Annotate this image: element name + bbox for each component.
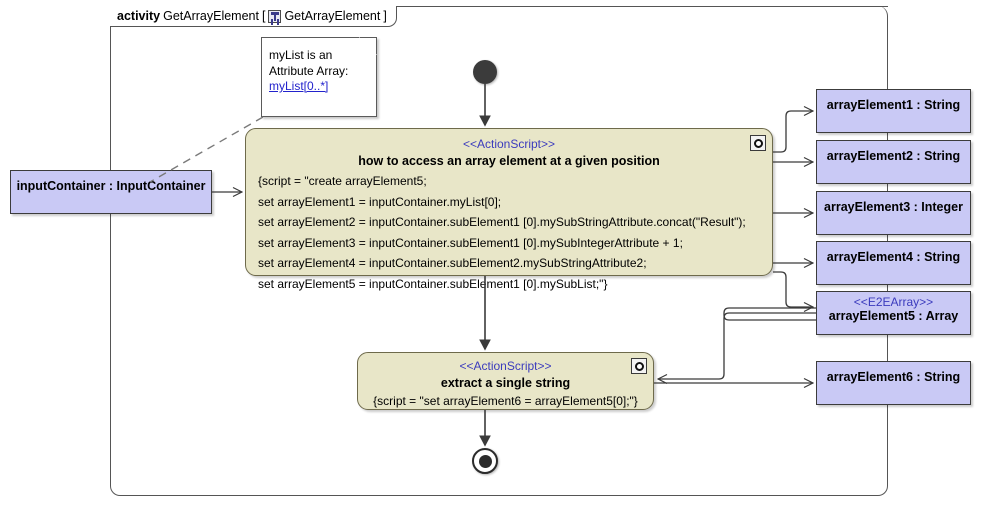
- activity-frame-top-border: [110, 6, 888, 7]
- activity-frame-header[interactable]: activity GetArrayElement [ GetArrayEleme…: [110, 6, 397, 27]
- edge-ae5-to-extract: [723, 307, 816, 321]
- frame-bracket-open: [: [261, 8, 266, 23]
- activity-final-node[interactable]: [472, 448, 498, 474]
- action-script-line-2: set arrayElement1 = inputContainer.myLis…: [258, 194, 502, 209]
- note-mylist[interactable]: myList is an Attribute Array: myList[0..…: [261, 37, 377, 117]
- object-label: arrayElement2 : String: [826, 149, 961, 163]
- object-stereotype: <<E2EArray>>: [853, 295, 934, 309]
- object-label: arrayElement5 : Array: [828, 309, 959, 323]
- object-array-element-3[interactable]: arrayElement3 : Integer: [816, 191, 971, 235]
- object-label: arrayElement6 : String: [826, 370, 961, 384]
- note-line-1: myList is an: [269, 48, 333, 62]
- activity-diagram-icon: [268, 9, 282, 23]
- object-array-element-6[interactable]: arrayElement6 : String: [816, 361, 971, 405]
- note-line-2: Attribute Array:: [269, 63, 349, 78]
- object-array-element-4[interactable]: arrayElement4 : String: [816, 241, 971, 285]
- action-title: how to access an array element at a give…: [358, 154, 660, 168]
- frame-bracket-close: ]: [383, 8, 387, 23]
- edge-main-to-ae1: [773, 111, 813, 153]
- object-array-element-5[interactable]: <<E2EArray>> arrayElement5 : Array: [816, 291, 971, 335]
- frame-keyword: activity: [117, 8, 161, 23]
- action-script-line-1: {script = "create arrayElement5;: [258, 174, 427, 188]
- action-extract-single-string[interactable]: <<ActionScript>> extract a single string…: [357, 352, 654, 410]
- object-input-container[interactable]: inputContainer : InputContainer: [10, 170, 212, 214]
- action-script-line-4: set arrayElement3 = inputContainer.subEl…: [258, 235, 683, 250]
- action-access-array-element[interactable]: <<ActionScript>> how to access an array …: [245, 128, 773, 291]
- object-label: arrayElement4 : String: [826, 250, 961, 264]
- initial-node[interactable]: [473, 60, 497, 84]
- action-script-line-1: {script = "set arrayElement6 = arrayElem…: [373, 394, 638, 408]
- frame-qualified-name: GetArrayElement: [284, 8, 381, 23]
- script-gear-icon[interactable]: [631, 358, 647, 374]
- object-array-element-1[interactable]: arrayElement1 : String: [816, 89, 971, 133]
- action-stereotype: <<ActionScript>>: [462, 137, 556, 151]
- script-gear-icon[interactable]: [750, 135, 766, 151]
- action-script-line-6: set arrayElement5 = inputContainer.subEl…: [258, 276, 608, 291]
- action-stereotype: <<ActionScript>>: [459, 359, 552, 373]
- action-script-line-3: set arrayElement2 = inputContainer.subEl…: [258, 215, 746, 229]
- note-link-mylist[interactable]: myList[0..*]: [269, 79, 329, 93]
- edge-main-to-ae5: [773, 271, 813, 307]
- object-label: arrayElement1 : String: [826, 98, 961, 112]
- action-script-line-5: set arrayElement4 = inputContainer.subEl…: [258, 256, 647, 270]
- edge-ae5-to-extract-leg: [658, 312, 816, 379]
- action-title: extract a single string: [440, 376, 571, 390]
- frame-name: GetArrayElement: [163, 8, 259, 23]
- object-label: inputContainer : InputContainer: [16, 179, 206, 193]
- note-anchor-line: [149, 116, 264, 183]
- object-label: arrayElement3 : Integer: [824, 200, 963, 214]
- object-array-element-2[interactable]: arrayElement2 : String: [816, 140, 971, 184]
